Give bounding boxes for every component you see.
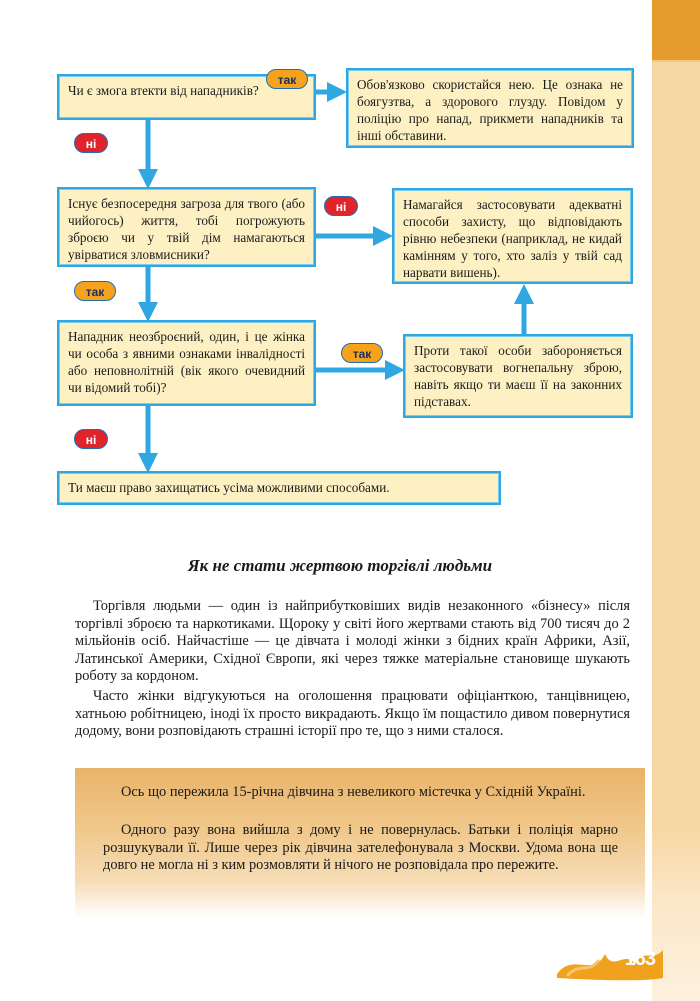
section-paragraph-1: Торгівля людьми — один із найприбутковіш…: [75, 598, 630, 684]
page-number: 163: [624, 948, 656, 970]
yes-badge-2: так: [74, 281, 116, 301]
yes-badge-3: так: [341, 343, 383, 363]
answer-box-3: Проти такої особи забороняється застосов…: [403, 334, 633, 418]
section-title: Як не стати жертвою торгівлі людьми: [187, 556, 493, 575]
page-number-badge: 163: [553, 944, 665, 982]
side-strip-top-band: [652, 0, 700, 60]
brush-stroke-icon: [557, 950, 663, 981]
flowchart-arrows: [138, 82, 534, 473]
no-badge-2: ні: [324, 196, 358, 216]
answer-box-2: Намагайся застосовувати адекватні способ…: [392, 188, 633, 284]
section-paragraph-2: Часто жінки відгукуються на оголошення п…: [75, 688, 630, 739]
story-paragraph-1: Ось що пережила 15-річна дівчина з невел…: [121, 784, 586, 800]
side-color-strip: [652, 0, 700, 1001]
question-box-3: Нападник неозброєний, один, і це жінка ч…: [57, 320, 316, 406]
question-box-1: Чи є змога втекти від нападників?: [57, 74, 316, 120]
answer-box-1: Обов'язково скористайся нею. Це ознака н…: [346, 68, 634, 148]
final-box: Ти маєш право захищатись усіма можливими…: [57, 471, 501, 505]
story-paragraph-2: Одного разу вона вийшла з дому і не пове…: [103, 822, 618, 873]
story-background: [75, 768, 645, 918]
yes-badge-1: так: [266, 69, 308, 89]
no-badge-3: ні: [74, 429, 108, 449]
question-box-2: Існує безпосередня загроза для твого (аб…: [57, 187, 316, 267]
no-badge-1: ні: [74, 133, 108, 153]
